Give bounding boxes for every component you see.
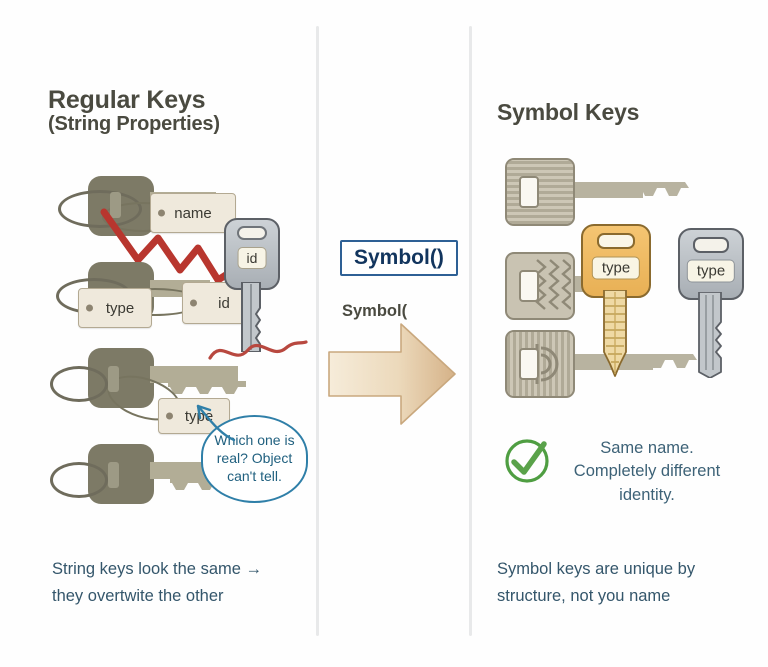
tag-hole <box>166 412 173 420</box>
gold-key-label: type <box>591 256 641 280</box>
tag-hole <box>86 304 93 312</box>
key-notch <box>597 233 635 249</box>
key-teeth <box>168 381 246 394</box>
tag-label: name <box>174 204 212 222</box>
key-blade <box>150 366 238 383</box>
key-bow-slot <box>108 366 119 392</box>
id-key-head: id <box>224 218 280 290</box>
key-notch <box>693 237 729 253</box>
divider-right <box>469 26 472 636</box>
id-key-label: id <box>237 247 267 270</box>
left-panel-subtitle: (String Properties) <box>48 113 220 135</box>
right-panel-result-text: Same name. Completely different identity… <box>573 439 721 504</box>
key-ring <box>50 366 108 402</box>
red-wave-icon <box>208 340 308 360</box>
key-texture-stripes <box>507 160 573 224</box>
tag-label: type <box>105 299 135 317</box>
id-key-blade <box>241 282 261 352</box>
transform-arrow-icon <box>328 323 456 425</box>
tag-name: name <box>150 193 236 233</box>
regular-key-3: type <box>50 348 308 434</box>
symbol-textured-key-2 <box>505 252 705 320</box>
symbol-arrow-label: Symbol( <box>342 302 408 320</box>
regular-key-2: type id <box>56 262 308 332</box>
key-ring <box>50 462 108 498</box>
key-slot <box>519 176 539 208</box>
silver-key-label: type <box>686 259 736 283</box>
check-circle-icon <box>505 439 549 483</box>
symbol-key-gold: type <box>581 224 651 377</box>
gold-key-head: type <box>581 224 651 298</box>
gold-key-blade <box>603 290 627 377</box>
id-key: id <box>224 218 280 352</box>
divider-left <box>316 26 319 636</box>
regular-key-1: name <box>58 176 308 238</box>
key-slot <box>519 270 539 302</box>
key-bow-slot <box>110 192 121 218</box>
key-slot <box>519 348 539 380</box>
key-bow-slot <box>108 462 119 488</box>
symbol-chip: Symbol() <box>340 240 458 276</box>
silver-key-head: type <box>678 228 744 300</box>
key-head <box>505 330 575 398</box>
speech-bubble-tail <box>196 404 236 442</box>
symbol-key-silver: type <box>678 228 744 378</box>
key-teeth <box>625 182 689 196</box>
key-texture-zigzag <box>535 259 571 310</box>
key-teeth <box>633 354 697 368</box>
key-texture-stripes <box>507 332 573 396</box>
right-panel-title: Symbol Keys <box>497 99 640 125</box>
silver-key-blade <box>698 292 722 378</box>
tag-hole <box>190 299 197 307</box>
right-panel-caption: Symbol keys are unique by structure, not… <box>497 560 696 605</box>
left-panel-caption: String keys look the same → they overtwi… <box>52 560 263 605</box>
symbol-textured-key-3 <box>505 330 715 398</box>
key-notch <box>237 226 267 240</box>
red-lightning-icon <box>100 208 244 284</box>
symbol-textured-key-1 <box>505 158 705 226</box>
key-head <box>505 252 575 320</box>
left-panel-title: Regular Keys <box>48 86 206 114</box>
tag-hole <box>158 209 165 217</box>
key-head <box>505 158 575 226</box>
tag-type: type <box>78 288 152 328</box>
key-blade <box>567 182 643 198</box>
tag-label: id <box>218 294 230 312</box>
